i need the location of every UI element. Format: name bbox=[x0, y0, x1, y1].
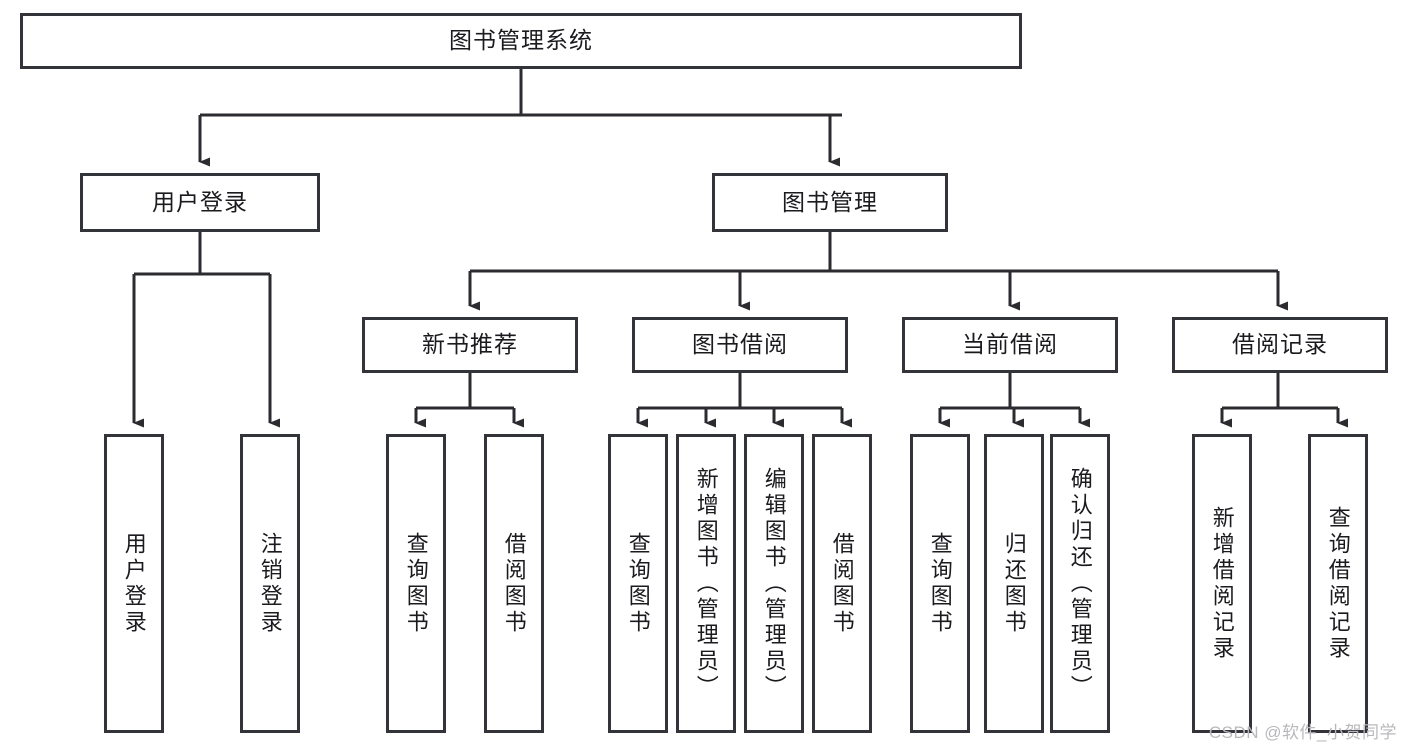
leaf-logout[interactable]: 注销登录 bbox=[240, 434, 300, 733]
node-root-label: 图书管理系统 bbox=[449, 27, 593, 54]
leaf-query-book-recommend-label: 查询图书 bbox=[403, 531, 429, 636]
leaf-borrow-book-recommend[interactable]: 借阅图书 bbox=[484, 434, 544, 733]
leaf-confirm-return-admin-label: 确认归还（管理员） bbox=[1067, 466, 1093, 701]
node-borrow-record[interactable]: 借阅记录 bbox=[1172, 317, 1388, 373]
leaf-query-borrow-record[interactable]: 查询借阅记录 bbox=[1308, 434, 1368, 733]
node-book-management[interactable]: 图书管理 bbox=[712, 173, 948, 232]
node-book-borrow[interactable]: 图书借阅 bbox=[632, 317, 848, 373]
node-new-book-recommend-label: 新书推荐 bbox=[422, 331, 518, 358]
leaf-query-book-borrow[interactable]: 查询图书 bbox=[608, 434, 668, 733]
leaf-borrow-book-label: 借阅图书 bbox=[829, 531, 855, 636]
node-borrow-record-label: 借阅记录 bbox=[1232, 331, 1328, 358]
leaf-query-book-borrow-label: 查询图书 bbox=[625, 531, 651, 636]
leaf-add-book-admin-label: 新增图书（管理员） bbox=[693, 466, 719, 701]
leaf-edit-book-admin[interactable]: 编辑图书（管理员） bbox=[744, 434, 804, 733]
node-user-login[interactable]: 用户登录 bbox=[80, 173, 320, 232]
leaf-query-book-current[interactable]: 查询图书 bbox=[910, 434, 970, 733]
leaf-query-book-current-label: 查询图书 bbox=[927, 531, 953, 636]
leaf-user-login[interactable]: 用户登录 bbox=[104, 434, 164, 733]
leaf-borrow-book-recommend-label: 借阅图书 bbox=[501, 531, 527, 636]
leaf-add-book-admin[interactable]: 新增图书（管理员） bbox=[676, 434, 736, 733]
node-current-borrow[interactable]: 当前借阅 bbox=[902, 317, 1118, 373]
leaf-borrow-book[interactable]: 借阅图书 bbox=[812, 434, 872, 733]
leaf-query-borrow-record-label: 查询借阅记录 bbox=[1325, 505, 1351, 662]
leaf-query-book-recommend[interactable]: 查询图书 bbox=[386, 434, 446, 733]
node-current-borrow-label: 当前借阅 bbox=[962, 331, 1058, 358]
leaf-add-borrow-record[interactable]: 新增借阅记录 bbox=[1192, 434, 1252, 733]
leaf-logout-label: 注销登录 bbox=[257, 531, 283, 636]
node-book-borrow-label: 图书借阅 bbox=[692, 331, 788, 358]
node-book-management-label: 图书管理 bbox=[782, 188, 878, 215]
leaf-add-borrow-record-label: 新增借阅记录 bbox=[1209, 505, 1235, 662]
leaf-return-book[interactable]: 归还图书 bbox=[984, 434, 1044, 733]
leaf-confirm-return-admin[interactable]: 确认归还（管理员） bbox=[1050, 434, 1110, 733]
leaf-edit-book-admin-label: 编辑图书（管理员） bbox=[761, 466, 787, 701]
node-user-login-label: 用户登录 bbox=[152, 188, 248, 215]
node-root[interactable]: 图书管理系统 bbox=[20, 13, 1022, 69]
watermark-text: CSDN @软件_小贺同学 bbox=[1208, 723, 1397, 742]
leaf-return-book-label: 归还图书 bbox=[1001, 531, 1027, 636]
node-new-book-recommend[interactable]: 新书推荐 bbox=[362, 317, 578, 373]
leaf-user-login-label: 用户登录 bbox=[121, 531, 147, 636]
